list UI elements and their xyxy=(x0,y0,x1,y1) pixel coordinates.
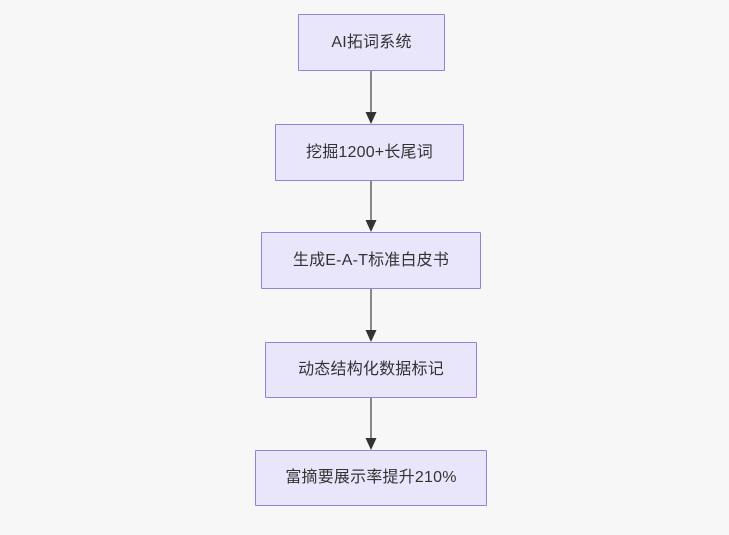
arrow-down-icon xyxy=(365,112,377,124)
flow-edge-n2-n3 xyxy=(365,289,377,342)
flow-node-label: 挖掘1200+长尾词 xyxy=(306,143,433,161)
flow-node-rich-snippet-impression-uplift[interactable]: 富摘要展示率提升210% xyxy=(255,450,487,506)
flow-node-label: 生成E-A-T标准白皮书 xyxy=(292,251,450,269)
flow-node-ai-keyword-system[interactable]: AI拓词系统 xyxy=(298,14,445,71)
flow-node-generate-eat-whitepaper[interactable]: 生成E-A-T标准白皮书 xyxy=(261,232,481,289)
arrow-down-icon xyxy=(365,220,377,232)
flow-node-mine-longtail-keywords[interactable]: 挖掘1200+长尾词 xyxy=(275,124,464,181)
flow-node-label: AI拓词系统 xyxy=(331,33,412,51)
flow-edge-n0-n1 xyxy=(365,71,377,124)
flow-edge-n1-n2 xyxy=(365,181,377,232)
flow-edge-n3-n4 xyxy=(365,398,377,450)
arrow-down-icon xyxy=(365,330,377,342)
flow-node-label: 动态结构化数据标记 xyxy=(298,361,444,379)
arrow-down-icon xyxy=(365,438,377,450)
flow-node-dynamic-structured-data-markup[interactable]: 动态结构化数据标记 xyxy=(265,342,477,398)
flow-node-label: 富摘要展示率提升210% xyxy=(285,469,457,487)
